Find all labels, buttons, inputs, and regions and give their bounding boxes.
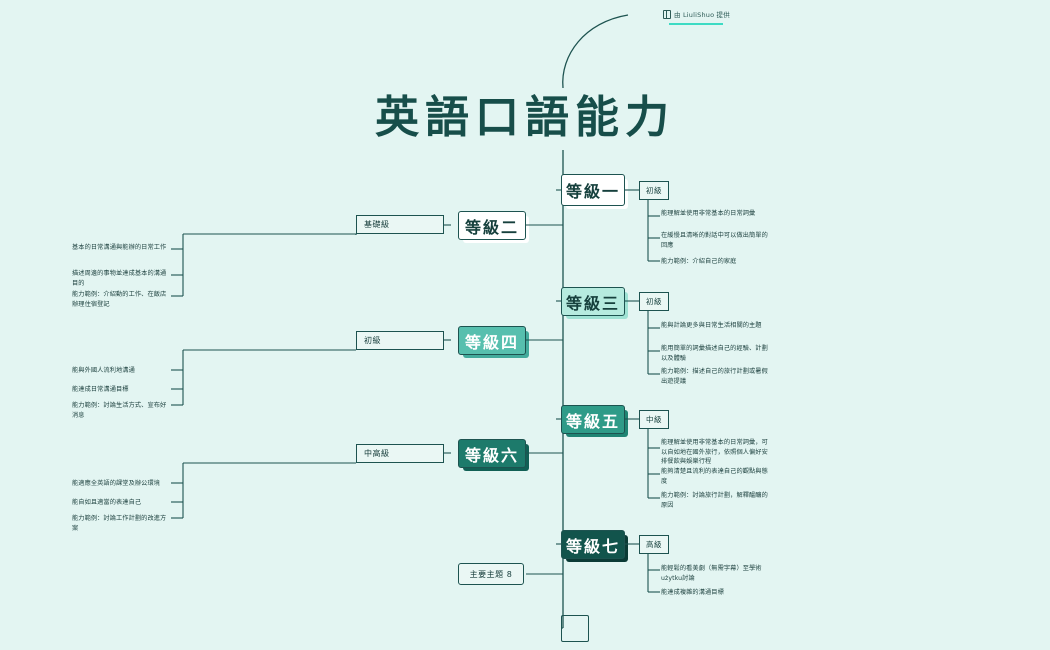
group-basic-detail-1: 基本的日常溝通與能辦的日常工作 xyxy=(72,244,167,251)
level-1-detail-1: 能理解並使用非常基本的日常詞彙 xyxy=(661,210,756,217)
group-beginner-detail-1: 能與外國人流利地溝通 xyxy=(72,367,135,374)
group-basic-detail-3: 能力範例：介紹動的工作、在飯店辦理住宿登記 xyxy=(72,291,167,308)
level-node-5[interactable]: 等級五 xyxy=(561,405,628,437)
credit-label: 由 LiuliShuo 提供 xyxy=(674,11,730,19)
level-1-detail-2: 在緩慢且清晰的對話中可以做出簡單的回應 xyxy=(661,232,768,249)
level-node-3-label: 等級三 xyxy=(565,293,620,313)
sublevel-badge-1[interactable]: 初級 xyxy=(639,181,669,200)
sublevel-badge-7[interactable]: 高級 xyxy=(639,535,669,554)
sublevel-badge-3[interactable]: 初級 xyxy=(639,292,669,311)
credit-attribution[interactable]: 由 LiuliShuo 提供 xyxy=(663,9,730,19)
group-upper-detail-1: 能適應全英語的課堂及辦公環境 xyxy=(72,480,161,487)
level-node-7[interactable]: 等級七 xyxy=(561,530,628,562)
level-3-detail-3: 能力範例：描述自己的旅行計劃或暑假出遊提議 xyxy=(661,368,768,385)
level-3-detail-1: 能與計論更多與日常生活相關的主題 xyxy=(661,322,762,329)
level-node-7-label: 等級七 xyxy=(565,536,620,556)
empty-node[interactable] xyxy=(561,615,589,642)
level-7-detail-1: 能輕鬆的看美劇（無需字幕）至學術użytku討論 xyxy=(661,565,762,582)
group-basic-detail-2: 描述周邊的事物並達成基本的溝通目的 xyxy=(72,270,167,287)
level-node-4-label: 等級四 xyxy=(464,332,519,352)
group-beginner-detail-2: 能達成日常溝通目標 xyxy=(72,386,129,393)
level-node-2-label: 等級二 xyxy=(464,217,519,237)
level-node-2[interactable]: 等級二 xyxy=(458,211,529,243)
level-5-detail-1: 能理解並使用非常基本的日常詞彙，可以自如地在國外旅行，依照個人偏好安排餐飲與娛樂… xyxy=(661,439,768,466)
sublevel-badge-3-label: 初級 xyxy=(646,297,662,306)
group-label-beginner[interactable]: 初級 xyxy=(356,331,444,350)
group-label-upper-text: 中高級 xyxy=(364,449,390,458)
level-node-6-label: 等級六 xyxy=(464,445,519,465)
level-3-detail-2: 能用簡單的詞彙描述自己的經驗、計劃以及體驗 xyxy=(661,345,768,362)
group-upper-detail-3: 能力範例：討論工作計劃的改進方案 xyxy=(72,515,167,532)
level-node-3[interactable]: 等級三 xyxy=(561,287,628,319)
group-label-basic-text: 基礎級 xyxy=(364,220,390,229)
level-node-1[interactable]: 等級一 xyxy=(561,174,628,209)
group-label-basic[interactable]: 基礎級 xyxy=(356,215,444,234)
sublevel-badge-5[interactable]: 中級 xyxy=(639,410,669,429)
group-label-beginner-text: 初級 xyxy=(364,336,381,345)
level-5-detail-2: 能夠清楚且流利的表達自己的觀點與態度 xyxy=(661,468,768,485)
sublevel-badge-7-label: 高級 xyxy=(646,540,662,549)
group-upper-detail-2: 能自如且適當的表達自己 xyxy=(72,499,142,506)
book-icon xyxy=(663,9,671,19)
level-7-detail-2: 能達成複雜的溝通目標 xyxy=(661,589,724,596)
level-5-detail-3: 能力範例：討論旅行計劃，解釋醞釀的原因 xyxy=(661,492,768,509)
group-beginner-detail-3: 能力範例：討論生活方式、宣布好消息 xyxy=(72,402,167,419)
credit-underline xyxy=(669,23,723,25)
sublevel-badge-1-label: 初級 xyxy=(646,186,662,195)
level-1-detail-3: 能力範例：介紹自己的家庭 xyxy=(661,258,737,265)
level-node-5-label: 等級五 xyxy=(565,411,620,431)
page-title: 英語口語能力 xyxy=(375,92,675,143)
level-node-6[interactable]: 等級六 xyxy=(458,439,529,471)
main-topic-label: 主要主題 8 xyxy=(469,569,513,579)
sublevel-badge-5-label: 中級 xyxy=(646,415,662,424)
level-node-4[interactable]: 等級四 xyxy=(458,326,529,358)
group-label-upper[interactable]: 中高級 xyxy=(356,444,444,463)
main-topic-node[interactable]: 主要主題 8 xyxy=(458,563,524,585)
level-node-1-label: 等級一 xyxy=(565,182,620,201)
